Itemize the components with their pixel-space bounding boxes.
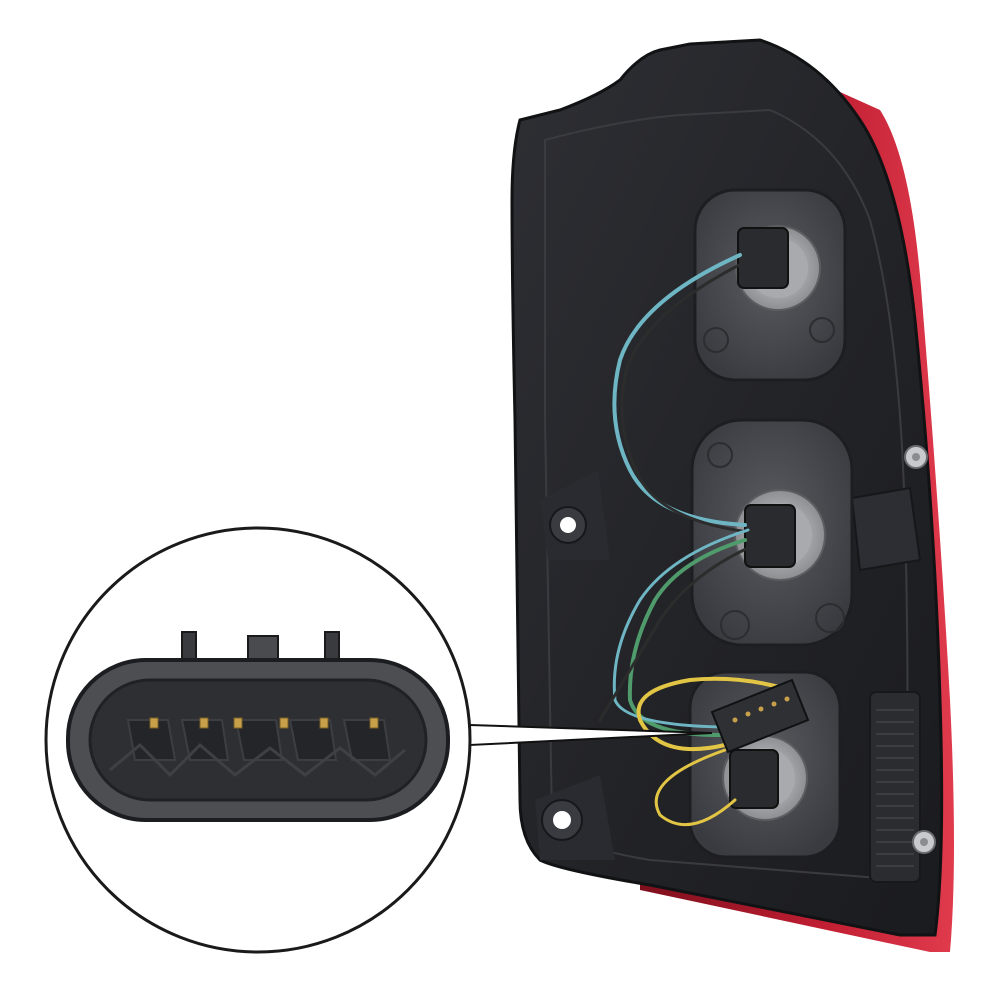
mounting-tab-right [850, 486, 922, 572]
pin [369, 717, 379, 729]
textured-panel [869, 691, 921, 883]
stud-lower [912, 830, 936, 854]
bulb-cup-upper [693, 188, 847, 382]
stud-upper [904, 445, 928, 469]
harness-connector [710, 678, 810, 754]
pin [233, 717, 243, 729]
bulb-cup-middle [690, 418, 854, 647]
pin [199, 717, 209, 729]
mounting-boss-upper [540, 470, 610, 560]
mounting-boss-lower [535, 775, 615, 860]
pin [279, 717, 289, 729]
pin [149, 717, 159, 729]
pin [319, 717, 329, 729]
wiring-harness [598, 253, 792, 827]
connector-closeup-inset [44, 526, 472, 954]
housing-inner-rim [544, 108, 909, 882]
